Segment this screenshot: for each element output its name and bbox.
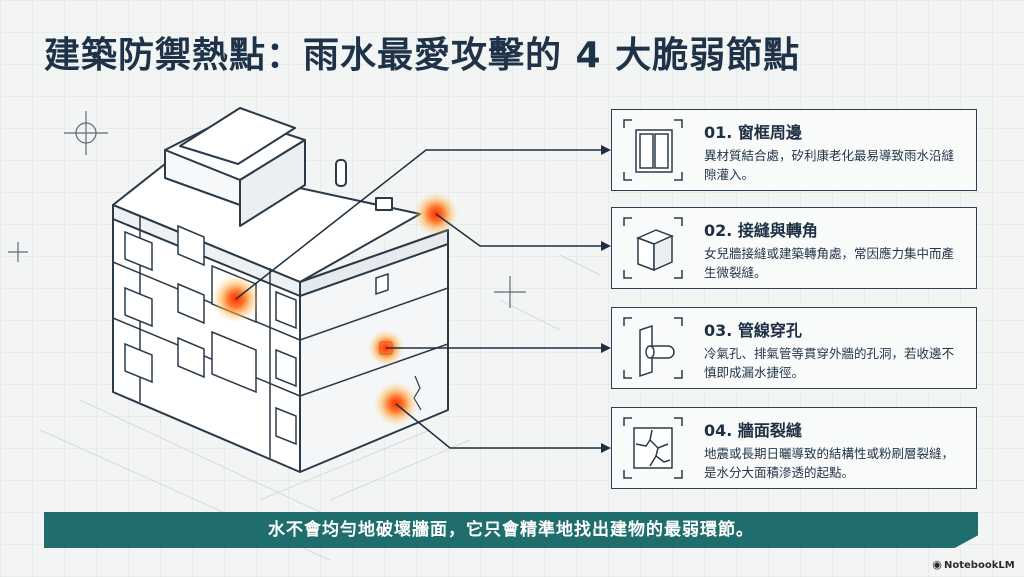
crosshair-marks: [8, 111, 526, 308]
corner-joint-icon: [622, 216, 684, 280]
pipe-penetration-icon: [622, 316, 684, 380]
card-title: 02. 接縫與轉角: [704, 221, 818, 240]
card-wall-crack: 04. 牆面裂縫 地震或長期日曬導致的結構性或粉刷層裂縫，是水分大面積滲透的起點…: [611, 407, 977, 489]
floor-lines: [112, 216, 449, 458]
banner-text: 水不會均勻地破壞牆面，它只會精準地找出建物的最弱環節。: [268, 520, 754, 540]
card-title: 01. 窗框周邊: [704, 123, 802, 142]
summary-banner: 水不會均勻地破壞牆面，它只會精準地找出建物的最弱環節。: [44, 512, 978, 548]
logo-mark-icon: ◉: [932, 558, 942, 571]
notebooklm-logo: ◉NotebookLM: [930, 557, 1020, 573]
page-title: 建築防禦熱點：雨水最愛攻擊的 4 大脆弱節點: [44, 35, 801, 76]
leader-arrowheads: [601, 145, 611, 453]
card-title: 03. 管線穿孔: [704, 321, 802, 340]
card-description: 女兒牆接縫或建築轉角處，常因應力集中而產生微裂縫。: [704, 246, 955, 280]
leader-lines: [235, 149, 601, 449]
card-description: 地震或長期日曬導致的結構性或粉刷層裂縫，是水分大面積滲透的起點。: [704, 446, 955, 480]
logo-text: NotebookLM: [944, 560, 1015, 571]
windows: [124, 224, 389, 446]
wall-crack-icon: [622, 416, 684, 480]
card-description: 異材質結合處，矽利康老化最易導致雨水沿縫隙灌入。: [704, 148, 955, 182]
card-description: 冷氣孔、排氣管等貫穿外牆的孔洞，若收邊不慎即成漏水捷徑。: [704, 346, 955, 380]
card-window-frame: 01. 窗框周邊 異材質結合處，矽利康老化最易導致雨水沿縫隙灌入。: [611, 109, 977, 191]
card-title: 04. 牆面裂縫: [704, 421, 802, 440]
window-frame-icon: [622, 118, 684, 182]
card-corner-joint: 02. 接縫與轉角 女兒牆接縫或建築轉角處，常因應力集中而產生微裂縫。: [611, 207, 977, 289]
card-pipe-penetration: 03. 管線穿孔 冷氣孔、排氣管等貫穿外牆的孔洞，若收邊不慎即成漏水捷徑。: [611, 307, 977, 389]
